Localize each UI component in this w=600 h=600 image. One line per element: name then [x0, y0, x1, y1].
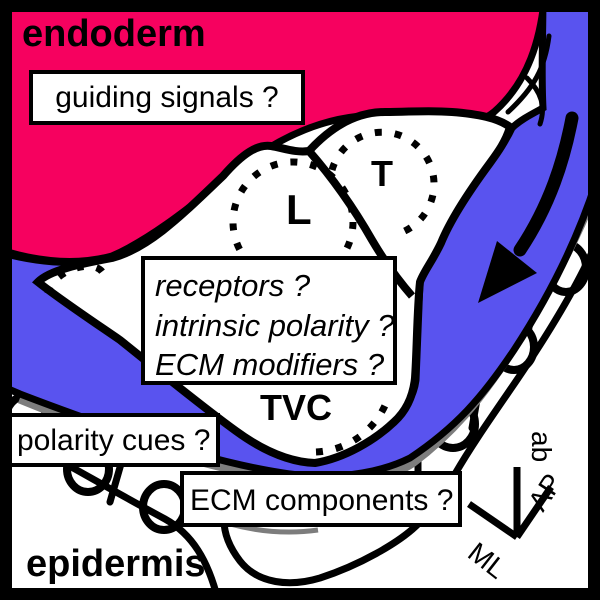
ecm-components-box	[180, 471, 462, 527]
arrow-head	[478, 241, 537, 303]
receptors-box	[141, 256, 397, 385]
nucleus-outline-l	[229, 158, 357, 286]
axis-ap-line	[514, 485, 554, 539]
migration-arrow	[478, 111, 579, 303]
receptors-line-1: receptors ?	[155, 268, 311, 303]
receptors-line-2: intrinsic polarity ?	[155, 308, 395, 343]
lt-cell-boundary	[305, 148, 416, 299]
arrow-shaft	[513, 111, 579, 257]
nucleus-outline-tip	[44, 262, 108, 294]
axis-ml-label: ML	[462, 536, 512, 584]
dotted-nuclei	[44, 128, 438, 456]
guiding-signals-box	[29, 70, 305, 125]
axis-ab-label: ab	[526, 431, 557, 462]
cell-l-label: L	[286, 186, 312, 233]
thin-line	[505, 33, 552, 115]
endoderm-label: endoderm	[22, 13, 206, 55]
epidermis-label: epidermis	[26, 543, 206, 585]
tvc-label: TVC	[260, 387, 332, 428]
axis-ml-line	[467, 501, 519, 540]
cell-t-label: T	[371, 153, 393, 194]
nucleus-outline-bottom	[315, 396, 392, 456]
annotation-boxes: guiding signals ? receptors ? intrinsic …	[6, 70, 462, 527]
ecm-components-text: ECM components ?	[190, 484, 453, 517]
thin-guide-lines	[505, 33, 552, 127]
axis-ap-label: AP	[522, 468, 568, 516]
receptors-line-3: ECM modifiers ?	[155, 347, 385, 382]
nucleus-outline-t	[328, 128, 438, 238]
guiding-signals-text: guiding signals ?	[55, 81, 279, 114]
axis-indicator: ab ML AP	[462, 431, 568, 585]
thin-line	[524, 75, 545, 127]
polarity-cues-text: polarity cues ?	[17, 424, 210, 457]
